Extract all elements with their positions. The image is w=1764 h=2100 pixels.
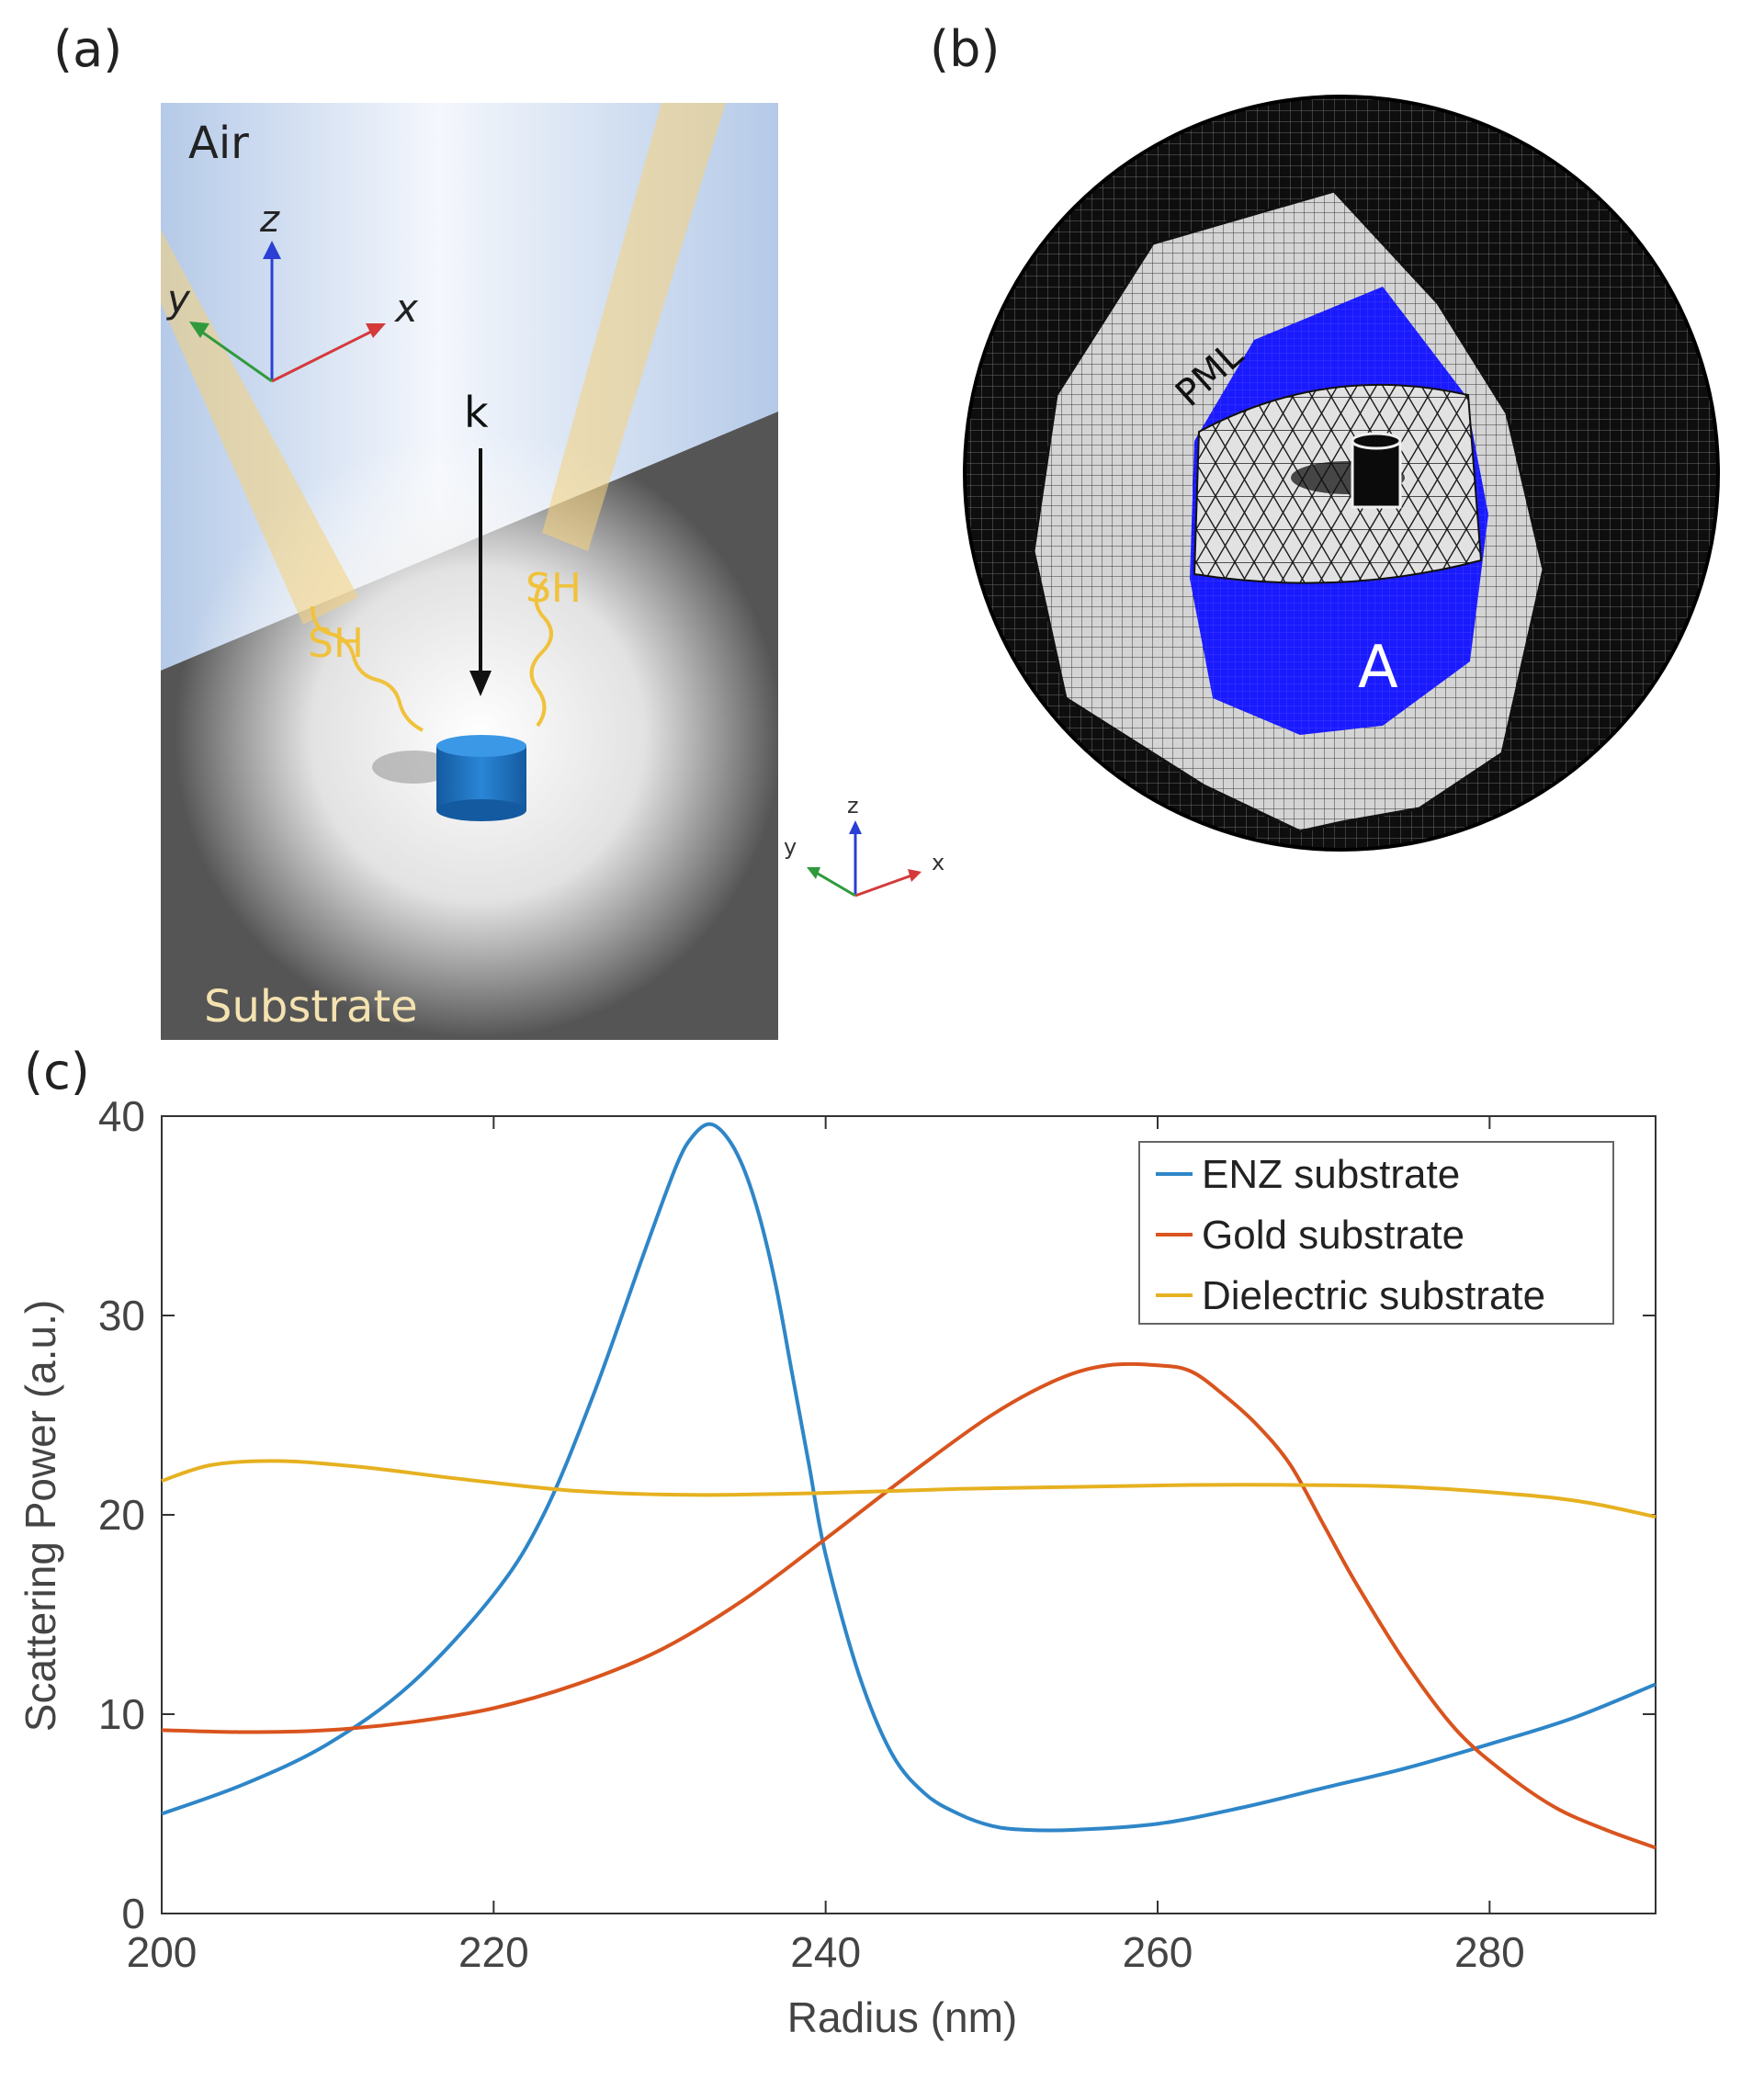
k-label: k	[464, 388, 489, 437]
series-line-dielectric-substrate	[161, 1459, 1657, 1519]
y-tick-label: 40	[98, 1092, 145, 1140]
y-axis: 0 10 20 30 40	[98, 1092, 1656, 1937]
panel-b-label: (b)	[930, 20, 1001, 78]
mesh-pillar-top	[1351, 432, 1402, 450]
legend-entry-label: ENZ substrate	[1202, 1152, 1460, 1197]
substrate-label: Substrate	[204, 981, 418, 1033]
right-beam	[542, 103, 726, 551]
legend-box	[1138, 1141, 1614, 1325]
chart-series-lines	[161, 1122, 1657, 1850]
k-arrow-head	[469, 671, 492, 696]
y-tick-label: 20	[98, 1491, 145, 1539]
x-axis: 200 220 240 260 280	[127, 1116, 1525, 1976]
sh-right-label: SH	[526, 565, 582, 612]
mesh-pillar	[1351, 439, 1402, 509]
panel-a-label: (a)	[53, 20, 123, 78]
y-tick-label: 0	[121, 1890, 145, 1937]
panel-c-label: (c)	[24, 1043, 90, 1101]
small-axis-z-label: z	[847, 793, 859, 819]
y-tick-label: 30	[98, 1292, 145, 1339]
small-axis-x-label: x	[932, 850, 944, 875]
small-axis-y-label: y	[784, 834, 797, 860]
axis-y-label: y	[165, 277, 191, 322]
x-axis-label: Radius (nm)	[787, 1993, 1018, 2041]
pillar-top	[436, 735, 526, 757]
y-axis-label: Scattering Power (a.u.)	[17, 1300, 64, 1732]
sh-wave-left	[311, 605, 424, 732]
pillar-bottom	[436, 799, 526, 821]
x-tick-label: 280	[1454, 1928, 1525, 1976]
x-tick-label: 260	[1123, 1928, 1193, 1976]
legend-entry-label: Dielectric substrate	[1202, 1273, 1545, 1318]
legend-entry-label: Gold substrate	[1202, 1213, 1464, 1258]
x-tick-label: 200	[127, 1928, 198, 1976]
small-axes-triad	[807, 820, 922, 898]
sh-wave-right	[529, 577, 553, 728]
sh-left-label: SH	[308, 620, 364, 667]
axes-triad	[189, 241, 386, 383]
air-label: Air	[188, 118, 249, 169]
region-a-label: A	[1358, 634, 1398, 702]
axis-z-label: z	[259, 198, 280, 241]
y-tick-label: 10	[98, 1690, 145, 1738]
series-line-gold-substrate	[161, 1361, 1657, 1850]
axis-x-label: x	[393, 286, 419, 331]
pillar-shadow	[372, 751, 455, 784]
left-beam	[161, 230, 358, 625]
x-tick-label: 240	[790, 1928, 861, 1976]
x-tick-label: 220	[458, 1928, 529, 1976]
series-line-enz-substrate	[161, 1122, 1657, 1833]
